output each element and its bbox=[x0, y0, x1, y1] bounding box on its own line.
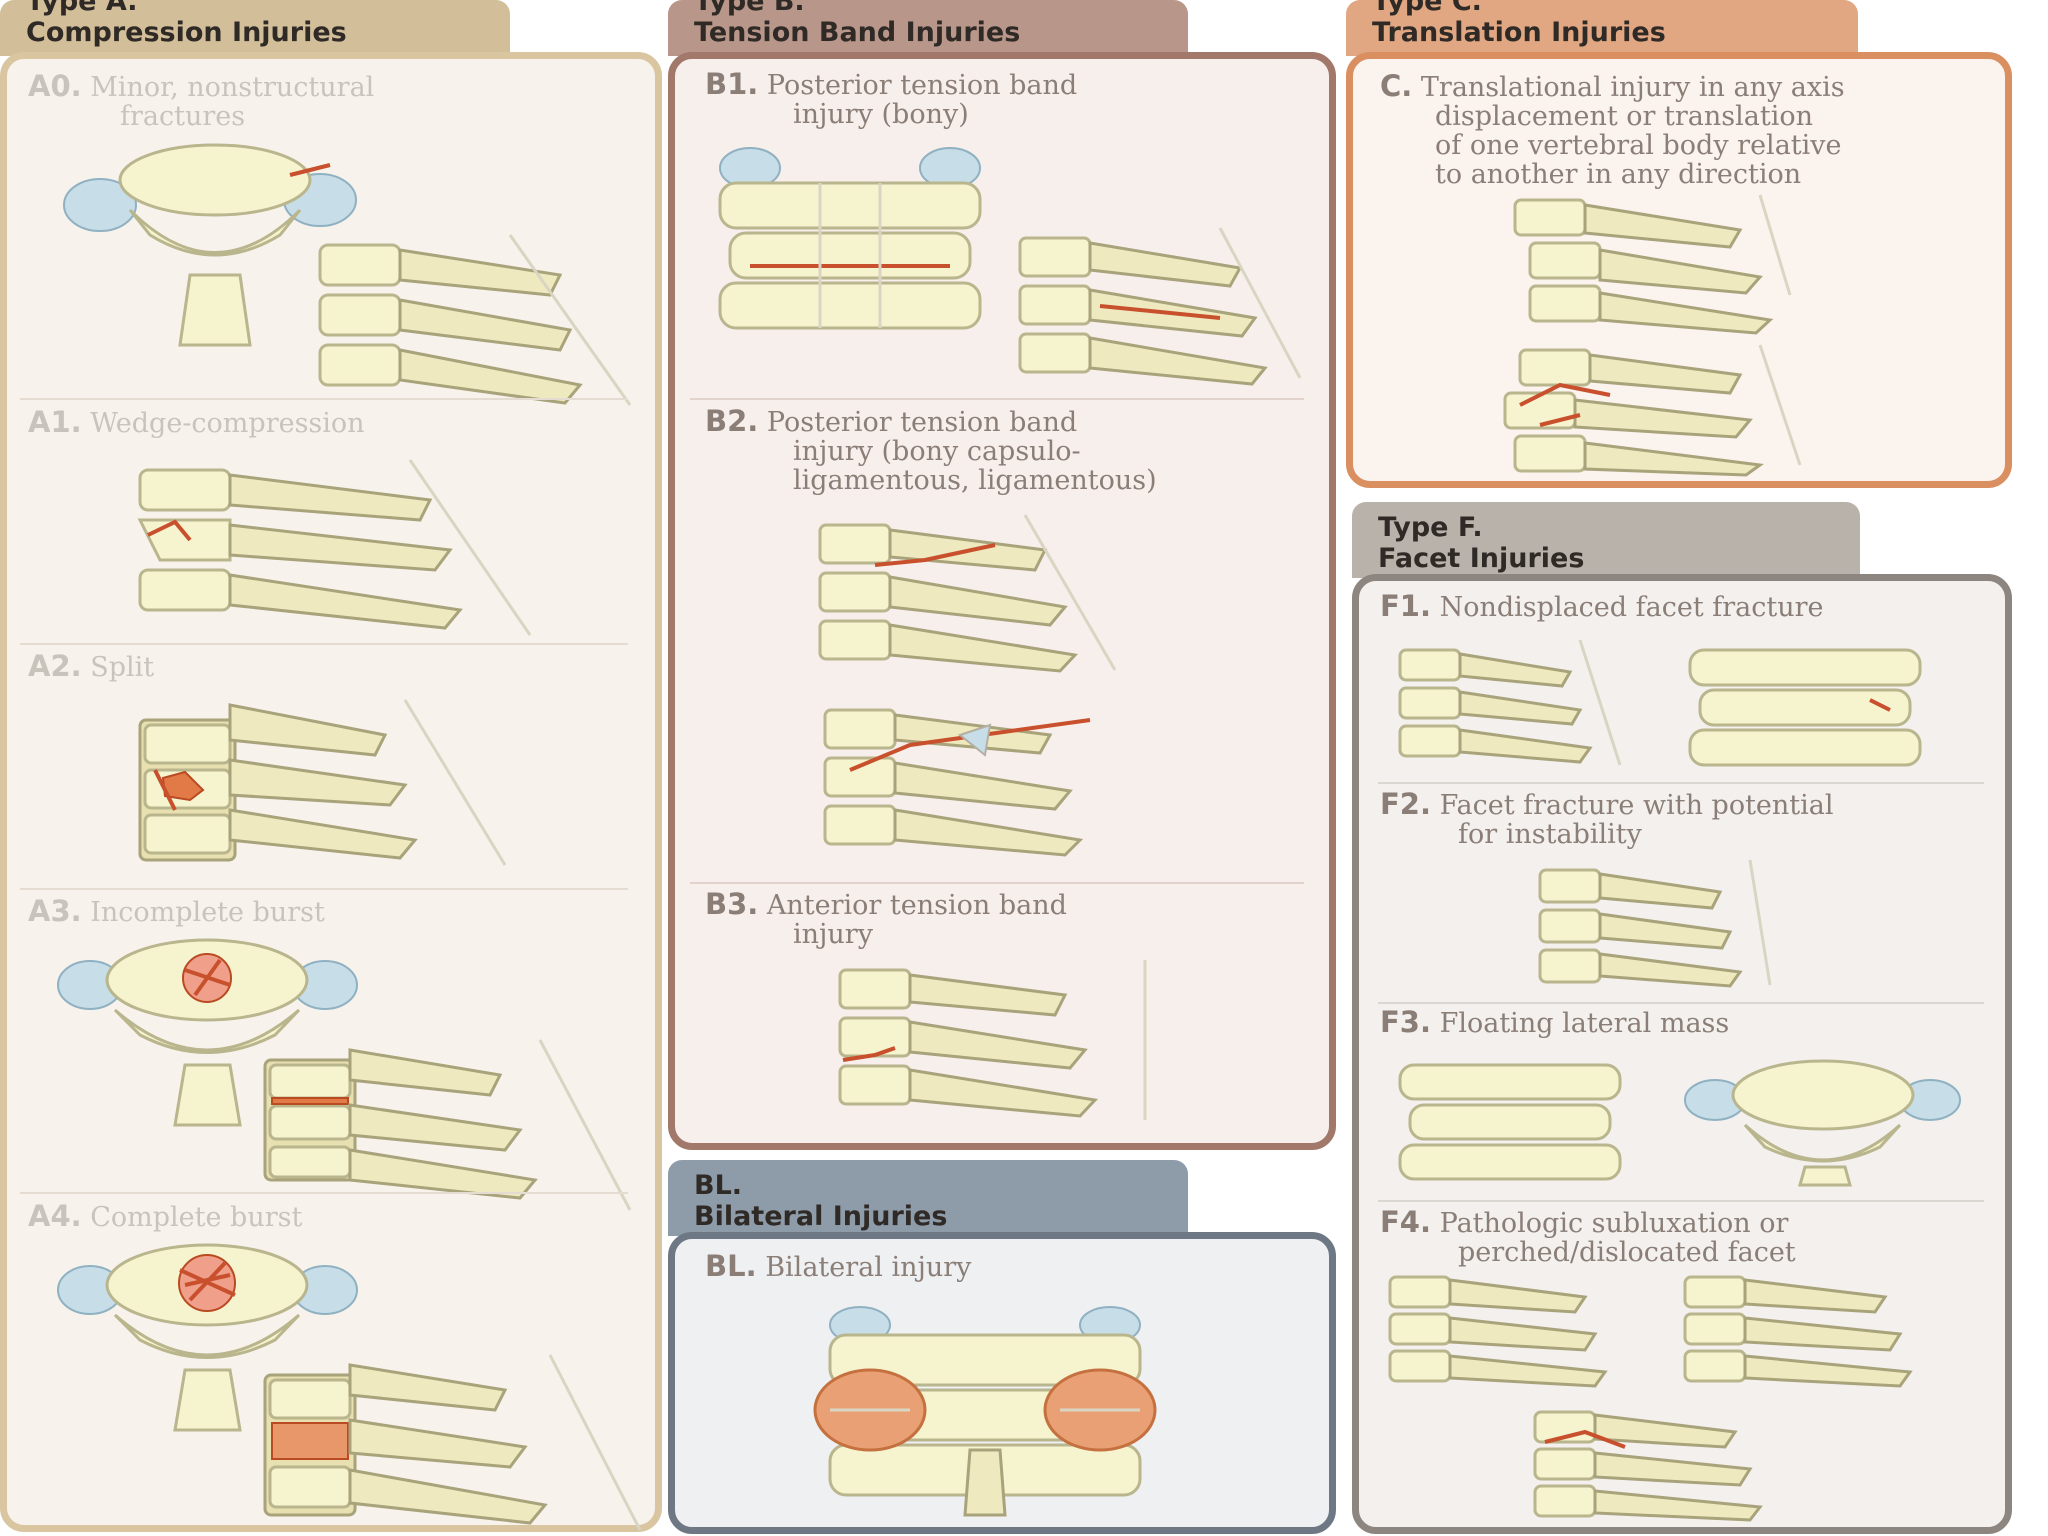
b1-text-2: injury (bony) bbox=[793, 99, 969, 130]
a4-label: A4. Complete burst bbox=[28, 1199, 303, 1233]
f4-text: Pathologic subluxation or bbox=[1439, 1208, 1789, 1239]
f3-illustration bbox=[1398, 1059, 1961, 1187]
a0-text: Minor, nonstructural bbox=[90, 72, 375, 103]
a1-text: Wedge-compression bbox=[90, 408, 365, 439]
b3-illustration bbox=[838, 960, 1147, 1120]
a3-text: Incomplete burst bbox=[90, 897, 325, 928]
bl-label: BL. Bilateral injury bbox=[705, 1249, 972, 1283]
b1-illustration bbox=[718, 147, 1302, 386]
type-f-tab: Type F. Facet Injuries bbox=[1352, 502, 1860, 578]
a2-code: A2. bbox=[28, 649, 82, 683]
c-illustration-2 bbox=[1503, 344, 1802, 477]
a2-illustration bbox=[138, 699, 507, 866]
c-code: C. bbox=[1380, 69, 1413, 103]
a-divider-2 bbox=[20, 643, 628, 645]
b1-text: Posterior tension band bbox=[766, 70, 1078, 101]
bl-code: BL. bbox=[705, 1249, 757, 1283]
b1-code: B1. bbox=[705, 67, 759, 101]
c-label: C. Translational injury in any axis disp… bbox=[1380, 69, 1845, 190]
b2-code: B2. bbox=[705, 404, 759, 438]
type-c-title: Type C. bbox=[1372, 0, 1482, 17]
type-b-title: Type B. bbox=[694, 0, 805, 17]
type-a-title: Type A. bbox=[26, 0, 138, 17]
f1-illustration bbox=[1398, 639, 1922, 767]
c-text-4: to another in any direction bbox=[1435, 159, 1802, 190]
f1-code: F1. bbox=[1380, 589, 1432, 623]
f3-label: F3. Floating lateral mass bbox=[1380, 1005, 1730, 1039]
a1-code: A1. bbox=[28, 405, 82, 439]
c-text-3: of one vertebral body relative bbox=[1435, 130, 1842, 161]
b3-label: B3. Anterior tension band injury bbox=[705, 887, 1067, 950]
a4-code: A4. bbox=[28, 1199, 82, 1233]
f4-illustration bbox=[1388, 1275, 1913, 1522]
f-divider-2 bbox=[1378, 1002, 1984, 1004]
f3-text: Floating lateral mass bbox=[1439, 1008, 1730, 1039]
type-c-tab: Type C. Translation Injuries bbox=[1346, 0, 1858, 56]
a3-illustration bbox=[57, 938, 632, 1211]
b-divider-2 bbox=[690, 882, 1304, 884]
f1-label: F1. Nondisplaced facet fracture bbox=[1380, 589, 1824, 623]
b3-text: Anterior tension band bbox=[766, 890, 1067, 921]
b-divider-1 bbox=[690, 398, 1304, 400]
b3-code: B3. bbox=[705, 887, 759, 921]
type-f-subtitle: Facet Injuries bbox=[1378, 543, 1585, 574]
c-illustration-1 bbox=[1513, 194, 1792, 335]
a2-label: A2. Split bbox=[28, 649, 155, 683]
a0-label: A0. Minor, nonstructural fractures bbox=[28, 69, 375, 132]
f2-text-2: for instability bbox=[1458, 819, 1642, 850]
a-divider-3 bbox=[20, 888, 628, 890]
bl-illustration bbox=[813, 1306, 1157, 1517]
f2-code: F2. bbox=[1380, 787, 1432, 821]
b2-illustration-2 bbox=[823, 708, 1091, 857]
a3-code: A3. bbox=[28, 894, 82, 928]
b3-text-2: injury bbox=[793, 919, 873, 950]
b2-text-3: ligamentous, ligamentous) bbox=[793, 465, 1157, 496]
a1-label: A1. Wedge-compression bbox=[28, 405, 365, 439]
f4-label: F4. Pathologic subluxation or perched/di… bbox=[1380, 1205, 1796, 1268]
a3-label: A3. Incomplete burst bbox=[28, 894, 325, 928]
f-divider-1 bbox=[1378, 782, 1984, 784]
f4-code: F4. bbox=[1380, 1205, 1432, 1239]
type-b-tab: Type B. Tension Band Injuries bbox=[668, 0, 1188, 56]
type-bl-title: BL. bbox=[694, 1170, 743, 1201]
bl-text: Bilateral injury bbox=[765, 1252, 972, 1283]
b2-illustration-1 bbox=[818, 514, 1117, 673]
f4-text-2: perched/dislocated facet bbox=[1458, 1237, 1796, 1268]
c-text: Translational injury in any axis bbox=[1420, 72, 1845, 103]
b1-label: B1. Posterior tension band injury (bony) bbox=[705, 67, 1078, 130]
type-a-subtitle: Compression Injuries bbox=[26, 17, 347, 48]
a0-code: A0. bbox=[28, 69, 82, 103]
type-bl-subtitle: Bilateral Injuries bbox=[694, 1201, 948, 1232]
type-b-subtitle: Tension Band Injuries bbox=[694, 17, 1021, 48]
a-divider-1 bbox=[20, 398, 628, 400]
type-f-title: Type F. bbox=[1378, 512, 1483, 543]
b2-text: Posterior tension band bbox=[766, 407, 1078, 438]
b2-text-2: injury (bony capsulo- bbox=[793, 436, 1081, 467]
type-bl-tab: BL. Bilateral Injuries bbox=[668, 1160, 1188, 1236]
a-divider-4 bbox=[20, 1192, 628, 1194]
a4-illustration bbox=[57, 1243, 642, 1531]
f1-text: Nondisplaced facet fracture bbox=[1439, 592, 1824, 623]
a2-text: Split bbox=[90, 652, 155, 683]
type-a-tab: Type A. Compression Injuries bbox=[0, 0, 510, 56]
b2-label: B2. Posterior tension band injury (bony … bbox=[705, 404, 1157, 496]
f2-text: Facet fracture with potential bbox=[1439, 790, 1834, 821]
f-divider-3 bbox=[1378, 1200, 1984, 1202]
a0-illustration bbox=[63, 143, 632, 406]
f2-label: F2. Facet fracture with potential for in… bbox=[1380, 787, 1834, 850]
a0-text-2: fractures bbox=[120, 101, 246, 132]
f3-code: F3. bbox=[1380, 1005, 1432, 1039]
a4-text: Complete burst bbox=[90, 1202, 303, 1233]
a1-illustration bbox=[137, 459, 532, 636]
type-c-subtitle: Translation Injuries bbox=[1372, 17, 1666, 48]
f2-illustration bbox=[1538, 859, 1772, 988]
c-text-2: displacement or translation bbox=[1435, 101, 1813, 132]
